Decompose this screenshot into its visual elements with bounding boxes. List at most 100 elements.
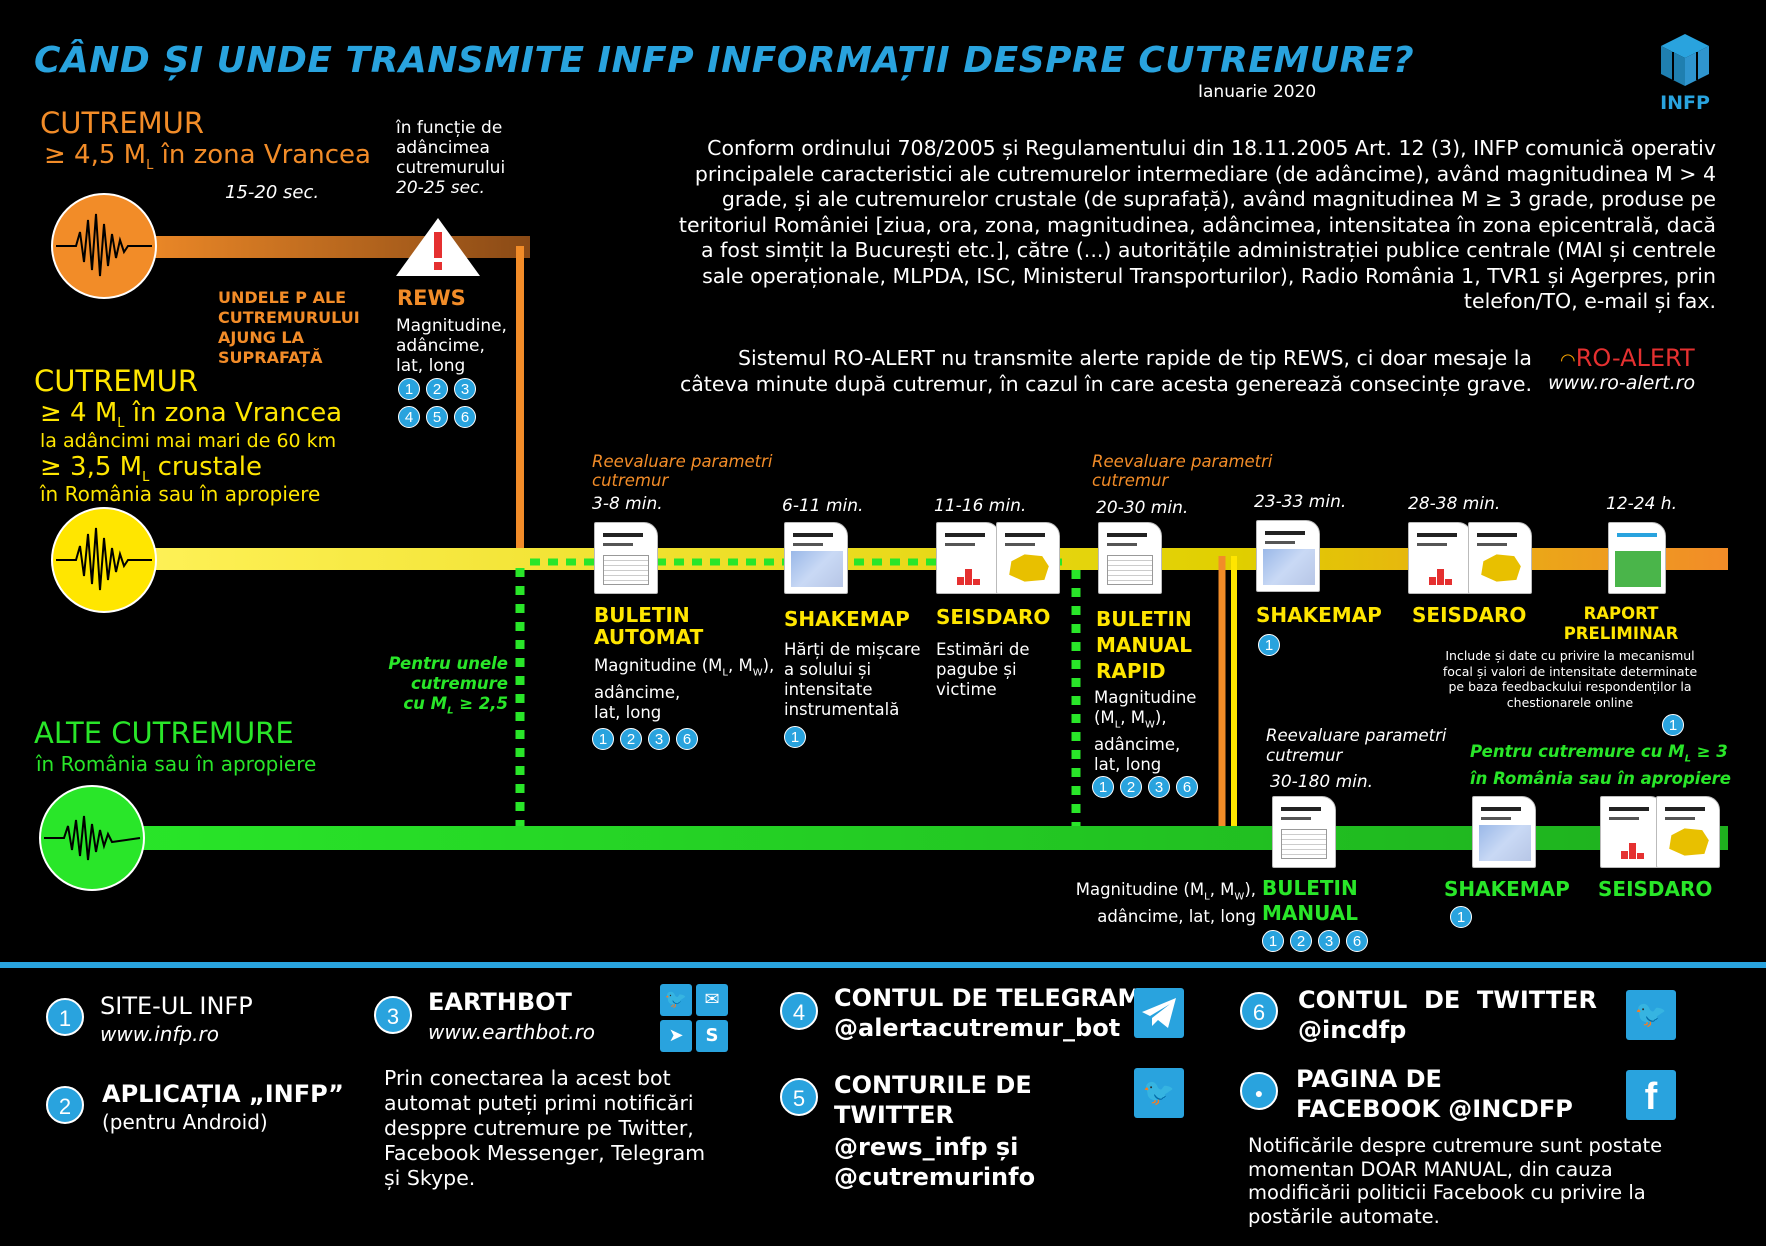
telegram-icon[interactable] — [1134, 988, 1184, 1038]
facebook-bullet: ● — [1240, 1072, 1278, 1110]
shakemap-1-title: SHAKEMAP — [784, 607, 910, 631]
rews-desc: Magnitudine,adâncime,lat, long — [396, 316, 507, 376]
earthbot-title: EARTHBOT — [428, 988, 572, 1016]
channel-badge[interactable]: 3 — [648, 728, 670, 750]
shakemap-2-channels: 1 — [1258, 634, 1286, 656]
messenger-icon[interactable]: ✉ — [696, 984, 728, 1016]
channel-badge[interactable]: 3 — [1148, 776, 1170, 798]
orange-line — [120, 236, 530, 258]
document-icon — [1098, 522, 1162, 594]
report-icon — [1608, 522, 1666, 594]
green-title: ALTE CUTREMURE — [34, 716, 294, 750]
buletin-automat-desc: Magnitudine (ML, MW), adâncime,lat, long — [594, 656, 775, 723]
green-subtitle: în România sau în apropiere — [36, 752, 317, 776]
channel-badge[interactable]: 6 — [1176, 776, 1198, 798]
seismogram-icon — [56, 527, 152, 591]
channel-badge[interactable]: 6 — [676, 728, 698, 750]
channel-badge[interactable]: 1 — [784, 726, 806, 748]
map-icon — [996, 522, 1060, 594]
yellow-line4: în România sau în apropiere — [40, 482, 321, 506]
channel-badge[interactable]: 1 — [1092, 776, 1114, 798]
infp-app-sub: (pentru Android) — [102, 1110, 268, 1134]
infp-logo: INFP — [1655, 30, 1715, 114]
channel-badge[interactable]: 1 — [398, 378, 420, 400]
twitter-account-title: CONTUL DE TWITTER — [1298, 986, 1597, 1014]
roalert-url[interactable]: www.ro-alert.ro — [1548, 372, 1696, 394]
facebook-desc: Notificările despre cutremure sunt posta… — [1248, 1134, 1663, 1228]
channel-badge[interactable]: 2 — [1290, 930, 1312, 952]
shakemap-3-title: SHAKEMAP — [1444, 877, 1570, 901]
channel-badge[interactable]: 1 — [1450, 906, 1472, 928]
channel-badge[interactable]: 3 — [454, 378, 476, 400]
channel-badge[interactable]: 2 — [1120, 776, 1142, 798]
telegram-handle[interactable]: @alertacutremur_bot — [834, 1014, 1121, 1042]
orange-down — [1218, 556, 1233, 841]
twitter-icon[interactable]: 🐦 — [660, 984, 692, 1016]
map-icon — [1256, 520, 1320, 592]
footer-badge-4: 4 — [780, 992, 818, 1030]
infp-site-url[interactable]: www.infp.ro — [100, 1022, 219, 1046]
cube-logo-icon — [1661, 34, 1709, 86]
time-5: 23-33 min. — [1254, 492, 1347, 512]
yellow-seismo-circle — [51, 507, 157, 613]
green-line — [100, 826, 1728, 850]
footer-badge-1: 1 — [46, 998, 84, 1036]
page-title: CÂND ȘI UNDE TRANSMITE INFP INFORMAȚII D… — [34, 40, 1415, 81]
skype-icon[interactable]: S — [696, 1020, 728, 1052]
facebook-icon[interactable]: f — [1626, 1070, 1676, 1120]
footer-badge-6: 6 — [1240, 992, 1278, 1030]
channel-badge[interactable]: 5 — [426, 406, 448, 428]
channel-badge[interactable]: 2 — [426, 378, 448, 400]
map-icon — [1656, 796, 1720, 868]
page-date: Ianuarie 2020 — [1198, 82, 1317, 102]
seismogram-icon — [44, 815, 141, 861]
twitter-icon[interactable]: 🐦 — [1134, 1068, 1184, 1118]
earthbot-url[interactable]: www.earthbot.ro — [428, 1020, 596, 1044]
channel-badge[interactable]: 3 — [1318, 930, 1340, 952]
footer-separator — [0, 962, 1766, 968]
earthbot-icons: 🐦 ✉ ➤ S — [660, 984, 728, 1052]
channel-badge[interactable]: 4 — [398, 406, 420, 428]
channel-badge[interactable]: 1 — [1662, 714, 1684, 736]
seisdaro-2-title: SEISDARO — [1412, 603, 1527, 627]
channel-badge[interactable]: 6 — [1346, 930, 1368, 952]
twitter-account-handle[interactable]: @incdfp — [1298, 1016, 1407, 1044]
shakemap-2-title: SHAKEMAP — [1256, 603, 1382, 627]
yellow-title: CUTREMUR — [34, 364, 199, 398]
infp-app-title: APLICAȚIA „INFP” — [102, 1080, 344, 1108]
orange-seismo-circle — [51, 193, 157, 299]
shakemap-1-channels: 1 — [784, 726, 812, 748]
twitter-icon[interactable]: 🐦 — [1626, 990, 1676, 1040]
telegram-icon[interactable]: ➤ — [660, 1020, 692, 1052]
seisdaro-1-title: SEISDARO — [936, 605, 1051, 629]
orange-subtitle: ≥ 4,5 ML în zona Vrancea — [44, 140, 371, 174]
green-seismo-circle — [39, 785, 145, 891]
yellow-line3: ≥ 3,5 ML crustale — [40, 452, 262, 486]
infp-site-title: SITE-UL INFP — [100, 992, 253, 1020]
rews-label: REWS — [397, 286, 466, 310]
time-1: 3-8 min. — [592, 494, 663, 514]
channel-badge[interactable]: 1 — [1262, 930, 1284, 952]
channel-badge[interactable]: 1 — [592, 728, 614, 750]
channel-badge[interactable]: 2 — [620, 728, 642, 750]
twitter-accounts-handles[interactable]: @rews_infp și@cutremurinfo — [834, 1133, 1036, 1191]
seisdaro-3-title: SEISDARO — [1598, 877, 1713, 901]
channel-badge[interactable]: 6 — [454, 406, 476, 428]
footer-badge-3: 3 — [374, 996, 412, 1034]
shakemap-3-channels: 1 — [1450, 906, 1478, 928]
channel-badge[interactable]: 1 — [1258, 634, 1280, 656]
